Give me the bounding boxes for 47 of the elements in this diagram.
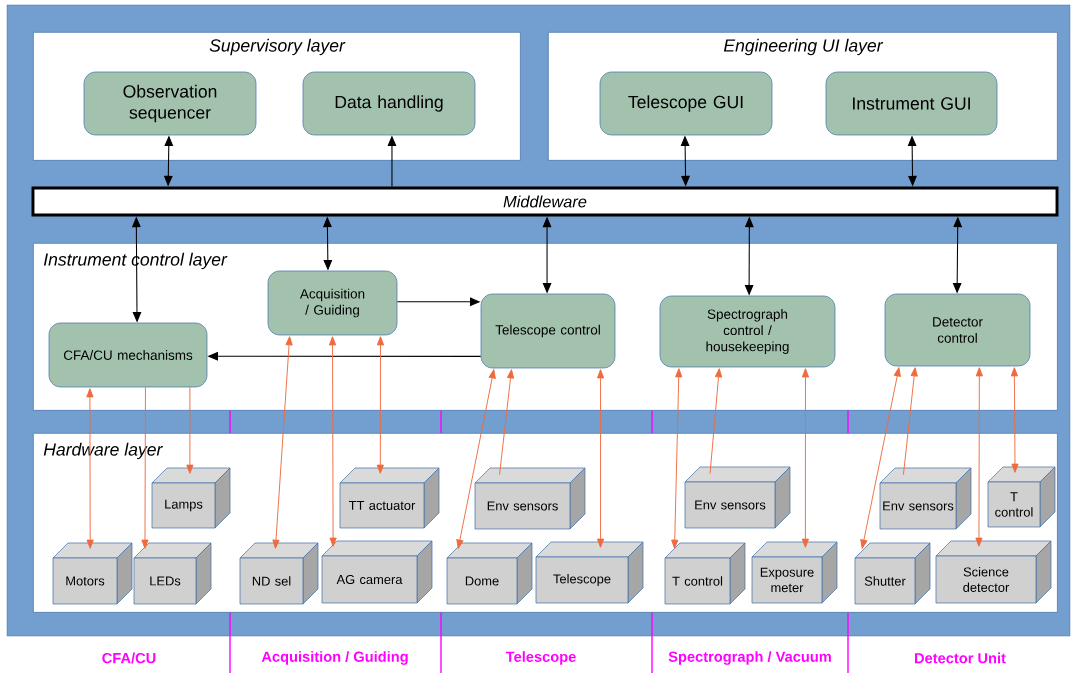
arrow (596, 369, 605, 548)
arrow (801, 368, 810, 548)
hardware-box: ND sel (239, 542, 319, 605)
arrow (975, 367, 983, 547)
hardware-box: Env sensors (879, 467, 972, 530)
hardware-box: AG camera (321, 540, 433, 604)
process-box: CFA/CU mechanisms (48, 322, 208, 388)
arrow (456, 369, 496, 549)
arrow (1010, 367, 1019, 473)
column-label: Spectrograph / Vacuum (668, 651, 831, 665)
column-label: Detector Unit (915, 652, 1006, 664)
hardware-box: Science detector (935, 540, 1052, 604)
hardware-box: Env sensors (684, 466, 791, 529)
hardware-box: TT actuator (339, 467, 440, 529)
arrow (272, 336, 293, 549)
arrow (902, 367, 918, 476)
hardware-box: LEDs (133, 542, 212, 605)
process-box: Data handling (302, 71, 476, 136)
process-box: Instrument GUI (825, 71, 998, 136)
hardware-box: Exposure meter (751, 541, 838, 604)
hardware-box: Telescope (535, 541, 644, 604)
arrow (186, 386, 194, 474)
hardware-box: Shutter (854, 542, 931, 605)
arrow (141, 386, 149, 549)
hardware-box: Lamps (151, 467, 231, 529)
hardware-box: T control (664, 542, 746, 605)
process-box: Acquisition / Guiding (267, 270, 398, 336)
column-label: Acquisition / Guiding (261, 651, 408, 665)
arrow (86, 388, 94, 549)
arrow (328, 336, 337, 547)
process-box: Telescope control (480, 293, 616, 369)
process-box: Detector control (884, 293, 1031, 367)
process-box: Telescope GUI (599, 71, 773, 136)
column-label: Telescope (505, 651, 576, 665)
hardware-box: Env sensors (474, 467, 586, 530)
column-label: CFA/CU (102, 652, 156, 664)
process-box: Spectrograph control / housekeeping (659, 295, 836, 368)
process-box: Observation sequencer (83, 71, 257, 136)
arrow (709, 368, 723, 475)
arrow (671, 368, 683, 549)
arrow (499, 369, 515, 476)
hardware-box: T control (987, 466, 1056, 528)
arrow (860, 367, 901, 549)
middleware-bar: Middleware (31, 186, 1059, 217)
arrow (376, 336, 385, 474)
hardware-box: Motors (52, 542, 133, 605)
hardware-box: Dome (446, 542, 533, 605)
